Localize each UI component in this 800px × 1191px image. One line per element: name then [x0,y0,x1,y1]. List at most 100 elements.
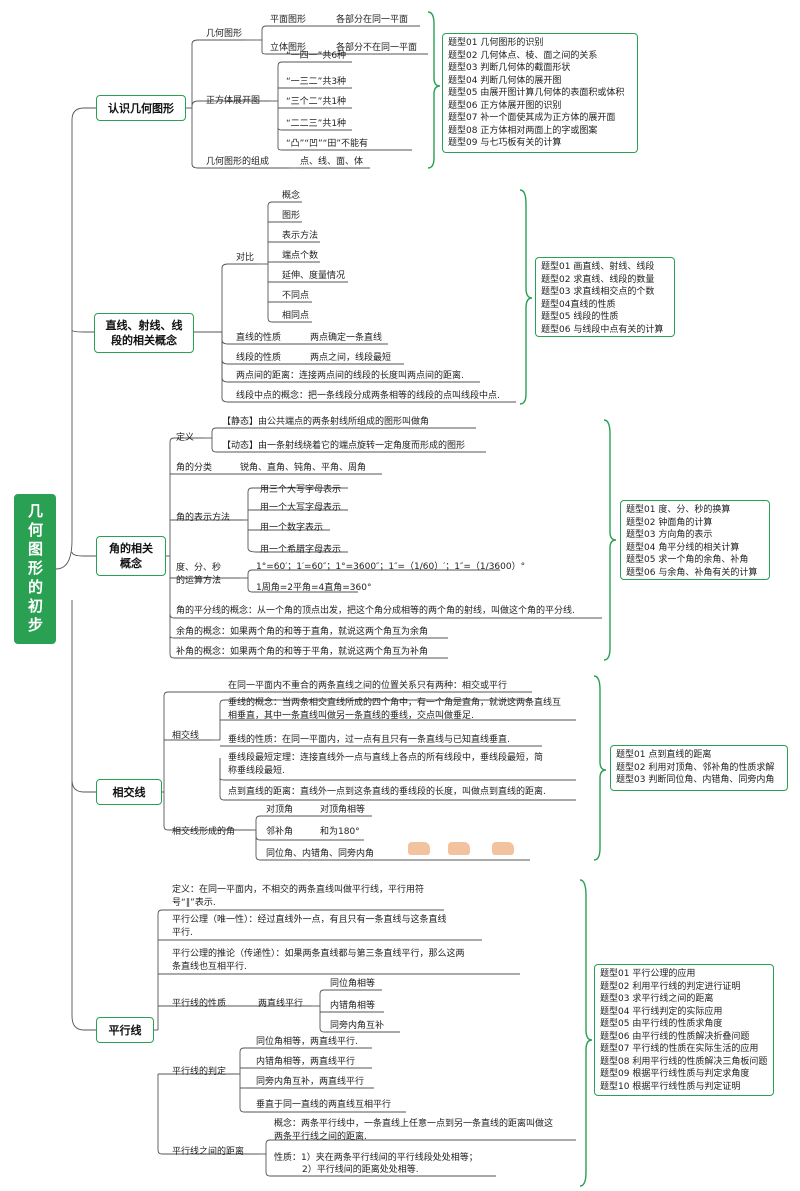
node-segment-property-value: 两点之间，线段最短 [310,353,392,363]
question-type: 题型04 角平分线的相关计算 [626,542,740,553]
node-parallel-distance: 平行线之间的距离 [172,1147,245,1157]
hand-gesture-icon [448,842,470,855]
node-parallel-def-2: 号“∥”表示. [172,898,216,908]
parallel-property-item: 内错角相等 [330,1001,376,1011]
cube-net-item: “凸”“凹”“田”不能有 [286,139,368,149]
question-type: 题型07 平行线的性质在实际生活的应用 [600,1044,759,1054]
node-angle-notation: 角的表示方法 [176,513,231,523]
question-type: 题型03 判断几何体的截面形状 [448,63,571,73]
root-topic: 几何图形的初步 [14,494,56,644]
node-angle-classes-value: 锐角、直角、钝角、平角、周角 [240,463,367,473]
dms-formula: 1°=60′；1′=60″；1°=3600″；1″=（1/60）′；1″=（1/… [256,562,526,572]
node-vertical-angles: 对顶角 [266,805,294,815]
node-shape-parts-value: 点、线、面、体 [300,157,364,167]
node-solid-shape: 立体图形 [270,43,307,53]
notation-item: 用一个希腊字母表示 [260,545,342,555]
node-line-property-value: 两点确定一条直线 [310,333,383,343]
question-type: 题型10 根据平行线性质与判定证明 [600,1081,741,1092]
question-type: 题型06 由平行线的性质解决折叠问题 [600,1031,750,1042]
node-shortest-perpendicular-2: 称垂线段最短. [228,766,285,776]
node-intersecting-lines: 相交线 [172,731,200,741]
node-parallel-axiom: 平行公理（唯一性）：经过直线外一点，有且只有一条直线与这条直线 [172,915,447,925]
distance-property-2: 2）平行线间的距离处处相等. [302,1165,419,1175]
question-types-box: 题型01 画直线、射线、线段 题型02 求直线、线段的数量 题型03 求直线相交… [535,257,675,337]
question-type: 题型03 判断同位角、内错角、同旁内角 [616,775,775,785]
question-type: 题型08 正方体相对两面上的字或图案 [448,125,598,136]
node-position-relation: 在同一平面内不重合的两条直线之间的位置关系只有两种：相交或平行 [228,681,508,691]
node-complementary: 余角的概念：如果两个角的和等于直角，就说这两个角互为余角 [176,627,429,637]
topic-intersecting: 相交线 [96,779,162,805]
question-type: 题型01 几何图形的识别 [448,38,544,48]
node-angle-pairs: 同位角、内错角、同旁内角 [266,849,375,859]
node-midpoint: 线段中点的概念：把一条线段分成两条相等的线段的点叫线段中点. [236,391,500,401]
question-types-box: 题型01 平行公理的应用 题型02 利用平行线的判定进行证明 题型03 求平行线… [594,964,774,1096]
question-type: 题型06 与余角、补角有关的计算 [626,567,758,578]
node-solid-desc: 各部分不在同一平面 [336,43,418,53]
question-type: 题型01 点到直线的距离 [616,750,712,760]
node-adjacent-angles-value: 和为180° [320,827,360,837]
definition-static: 【静态】由公共端点的两条射线所组成的图形叫做角 [222,417,430,427]
node-parallel-corollary-2: 条直线也互相平行. [172,962,247,972]
node-segment-property: 线段的性质 [236,353,282,363]
question-type: 题型02 钟面角的计算 [626,517,713,528]
parallel-property-item: 同旁内角互补 [330,1021,385,1031]
question-types-box: 题型01 几何图形的识别 题型02 几何体点、棱、面之间的关系 题型03 判断几… [442,33,638,153]
definition-dynamic: 【动态】由一条射线绕着它的端点旋转一定角度而形成的图形 [222,441,466,451]
question-type: 题型03 方向角的表示 [626,530,713,540]
compare-item: 表示方法 [282,231,319,241]
node-cube-net: 正方体展开图 [206,96,261,106]
question-type: 题型02 求直线、线段的数量 [541,274,655,285]
node-adjacent-angles: 邻补角 [266,827,294,837]
topic-lines: 直线、射线、线段的相关概念 [94,313,194,353]
node-perpendicular-def-2: 相垂直，其中一条直线叫做另一条直线的垂线，交点叫做垂足. [228,711,474,721]
node-vertical-angles-value: 对顶角相等 [320,805,366,815]
node-angle-definition: 定义 [176,433,195,443]
node-dms-label-2: 的运算方法 [176,576,222,586]
question-type: 题型05 由平行线的性质求角度 [600,1019,723,1029]
node-parallel-def: 定义：在同一平面内，不相交的两条直线叫做平行线，平行用符 [172,885,425,895]
question-type: 题型05 线段的性质 [541,312,619,322]
topic-intersecting-title: 相交线 [112,785,146,799]
question-type: 题型09 与七巧板有关的计算 [448,138,562,148]
parallel-property-item: 同位角相等 [330,979,376,989]
compare-item: 延伸、度量情况 [282,271,346,281]
hand-gesture-icon [492,842,514,855]
question-type: 题型06 与线段中点有关的计算 [541,324,664,335]
node-plane-shape: 平面图形 [270,15,307,25]
question-type: 题型01 平行公理的应用 [600,969,696,979]
question-type: 题型06 正方体展开图的识别 [448,100,562,111]
question-type: 题型09 根据平行线性质与判定求角度 [600,1069,750,1079]
question-type: 题型05 求一个角的余角、补角 [626,555,749,565]
question-types-box: 题型01 点到直线的距离 题型02 利用对顶角、邻补角的性质求解 题型03 判断… [610,745,788,791]
node-plane-desc: 各部分在同一平面 [336,15,409,25]
question-type: 题型04 平行线判定的实际应用 [600,1006,723,1017]
question-type: 题型02 几何体点、棱、面之间的关系 [448,50,598,61]
question-type: 题型03 求直线相交点的个数 [541,287,655,297]
cube-net-item: “三个二”共1种 [286,97,347,107]
parallel-criterion: 同位角相等，两直线平行. [256,1037,358,1047]
node-shape-parts: 几何图形的组成 [206,157,270,167]
node-parallel-axiom-2: 平行. [172,928,193,938]
cube-net-item: “一三二”共3种 [286,77,347,87]
notation-item: 用一个数字表示 [260,523,324,533]
question-type: 题型05 由展开图计算几何体的表面积或体积 [448,88,625,98]
node-parallel-premise: 两直线平行 [258,999,304,1009]
question-type: 题型02 利用平行线的判定进行证明 [600,981,741,992]
question-type: 题型01 画直线、射线、线段 [541,262,655,272]
parallel-criterion: 内错角相等，两直线平行 [256,1057,356,1067]
node-shapes-kinds: 几何图形 [206,29,243,39]
question-type: 题型07 补一个面使其成为正方体的展开面 [448,113,616,123]
compare-item: 概念 [282,191,301,201]
node-formed-angles: 相交线形成的角 [172,827,236,837]
compare-item: 不同点 [282,291,310,301]
node-point-line-distance: 点到直线的距离：直线外一点到这条直线的垂线段的长度，叫做点到直线的距离. [228,787,546,797]
topic-shapes: 认识几何图形 [96,95,186,121]
node-supplementary: 补角的概念：如果两个角的和等于平角，就说这两个角互为补角 [176,647,429,657]
node-angle-classes: 角的分类 [176,463,213,473]
parallel-criterion: 同旁内角互补，两直线平行 [256,1077,365,1087]
node-line-property: 直线的性质 [236,333,282,343]
topic-angles: 角的相关概念 [96,536,166,576]
question-type: 题型03 求平行线之间的距离 [600,994,714,1004]
root-title: 几何图形的初步 [26,502,44,636]
